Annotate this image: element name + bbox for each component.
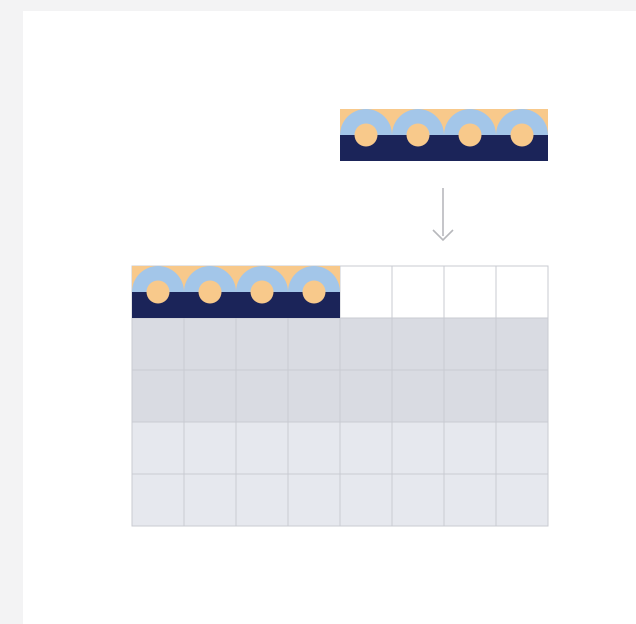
grid-cell bbox=[392, 318, 444, 370]
grid-cell bbox=[184, 318, 236, 370]
grid-cell bbox=[340, 370, 392, 422]
grid-cell bbox=[444, 318, 496, 370]
grid-cell bbox=[496, 474, 548, 526]
strip-tile bbox=[444, 109, 496, 161]
grid-cell bbox=[184, 422, 236, 474]
grid-cell bbox=[132, 422, 184, 474]
strip-tile bbox=[496, 109, 548, 161]
placed-tile bbox=[184, 266, 236, 318]
grid-cell bbox=[132, 318, 184, 370]
grid-cell bbox=[236, 474, 288, 526]
grid-cell bbox=[444, 370, 496, 422]
grid-cell bbox=[132, 370, 184, 422]
diagram-canvas bbox=[23, 11, 636, 624]
grid-cell bbox=[288, 370, 340, 422]
placed-tile bbox=[288, 266, 340, 318]
grid-cell bbox=[392, 266, 444, 318]
grid-cell bbox=[392, 422, 444, 474]
grid-cell bbox=[340, 474, 392, 526]
grid-cell bbox=[496, 266, 548, 318]
grid-cell bbox=[236, 370, 288, 422]
strip-tile bbox=[340, 109, 392, 161]
grid-cell bbox=[184, 370, 236, 422]
grid-cell bbox=[288, 422, 340, 474]
grid-cell bbox=[132, 474, 184, 526]
grid-cell bbox=[236, 318, 288, 370]
placed-tile bbox=[132, 266, 184, 318]
grid-cell bbox=[288, 474, 340, 526]
grid-cell bbox=[392, 370, 444, 422]
grid-cell bbox=[496, 370, 548, 422]
grid-cell bbox=[496, 422, 548, 474]
grid-cell bbox=[184, 474, 236, 526]
grid-cell bbox=[340, 318, 392, 370]
grid-cell bbox=[444, 474, 496, 526]
target-grid bbox=[132, 266, 548, 526]
grid-cell bbox=[288, 318, 340, 370]
grid-cell bbox=[392, 474, 444, 526]
tile-strip bbox=[340, 109, 548, 161]
grid-cell bbox=[236, 422, 288, 474]
placed-tile bbox=[236, 266, 288, 318]
grid-cell bbox=[444, 266, 496, 318]
strip-tile bbox=[392, 109, 444, 161]
grid-cell bbox=[340, 266, 392, 318]
grid-cell bbox=[340, 422, 392, 474]
grid-cell bbox=[496, 318, 548, 370]
grid-cell bbox=[444, 422, 496, 474]
tile-placement-diagram bbox=[23, 11, 636, 624]
arrow-down-icon bbox=[433, 188, 453, 240]
